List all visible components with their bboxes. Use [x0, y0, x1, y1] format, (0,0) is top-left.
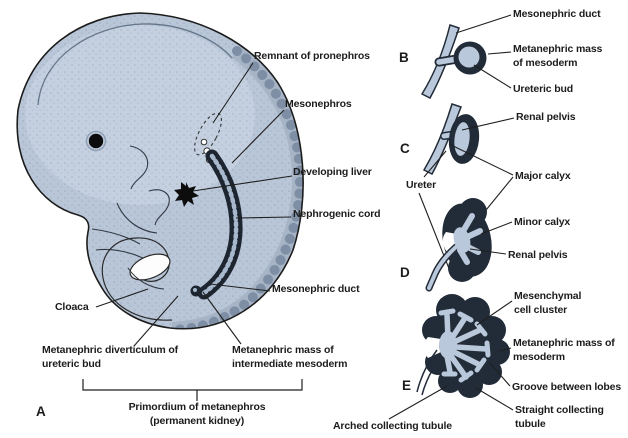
panel-letter-a: A	[36, 404, 46, 419]
panel-letter-e: E	[402, 378, 412, 393]
leader-lines-e	[388, 300, 514, 420]
label-mesonephric-duct-a: Mesonephric duct	[272, 283, 360, 295]
label-renal-pelvis-d: Renal pelvis	[508, 249, 568, 261]
somite-row	[167, 46, 304, 329]
panel-letter-d: D	[400, 265, 410, 280]
stage-d-figure	[425, 198, 513, 292]
label-straight-collecting-tubule: Straight collecting tubule	[515, 404, 604, 430]
label-major-calyx: Major calyx	[515, 170, 571, 182]
leader-lines-c	[418, 117, 515, 277]
collecting-tubule-tree	[438, 308, 491, 383]
label-primordium: Primordium of metanephros (permanent kid…	[107, 401, 287, 428]
leader-lines-d	[469, 221, 513, 255]
developing-liver-mark	[174, 182, 199, 207]
label-remnant-of-pronephros: Remnant of pronephros	[254, 50, 370, 62]
tail-lumen	[129, 253, 171, 281]
stage-c-figure	[418, 103, 515, 277]
panel-letter-c: C	[400, 141, 410, 156]
leader-lines-b	[455, 14, 512, 89]
label-groove-between-lobes: Groove between lobes	[512, 381, 622, 393]
label-minor-calyx: Minor calyx	[514, 216, 571, 228]
label-metanephric-mass-b: Metanephric mass of mesoderm	[513, 43, 603, 69]
primordium-bracket	[82, 379, 303, 401]
stage-b-figure	[420, 14, 512, 99]
label-renal-pelvis-c: Renal pelvis	[516, 111, 576, 123]
label-metanephric-diverticulum: Metanephric diverticulum of ureteric bud	[42, 344, 178, 370]
label-primordium-line2: (permanent kidney)	[149, 414, 245, 427]
leader-lines-a	[95, 62, 293, 347]
eye	[85, 130, 107, 152]
metanephric-bud	[190, 285, 202, 297]
label-primordium-line1: Primordium of metanephros	[128, 401, 266, 413]
label-mesenchymal-cell-cluster: Mesenchymal cell cluster	[514, 290, 582, 316]
label-metanephric-mass-e: Metanephric mass of mesoderm	[513, 337, 615, 363]
embryo-figure	[16, 12, 304, 401]
label-ureter: Ureter	[406, 179, 437, 191]
label-mesonephric-duct-b: Mesonephric duct	[513, 8, 601, 20]
panel-letter-b: B	[399, 50, 409, 65]
label-metanephric-mass-intermediate: Metanephric mass of intermediate mesoder…	[232, 344, 348, 370]
label-developing-liver: Developing liver	[293, 166, 372, 178]
label-mesonephros: Mesonephros	[285, 98, 352, 110]
nephrogenic-cord-band	[197, 149, 243, 300]
ureteric-bud-tip	[458, 46, 480, 68]
tail-curl	[101, 237, 173, 321]
ureter-e	[416, 349, 443, 396]
renal-pelvis-d-interior	[453, 213, 483, 265]
label-nephrogenic-cord: Nephrogenic cord	[293, 208, 381, 220]
stage-e-figure	[388, 294, 514, 420]
label-arched-collecting-tubule: Arched collecting tubule	[333, 420, 452, 432]
label-ureteric-bud: Ureteric bud	[513, 83, 574, 95]
label-cloaca: Cloaca	[55, 301, 89, 313]
